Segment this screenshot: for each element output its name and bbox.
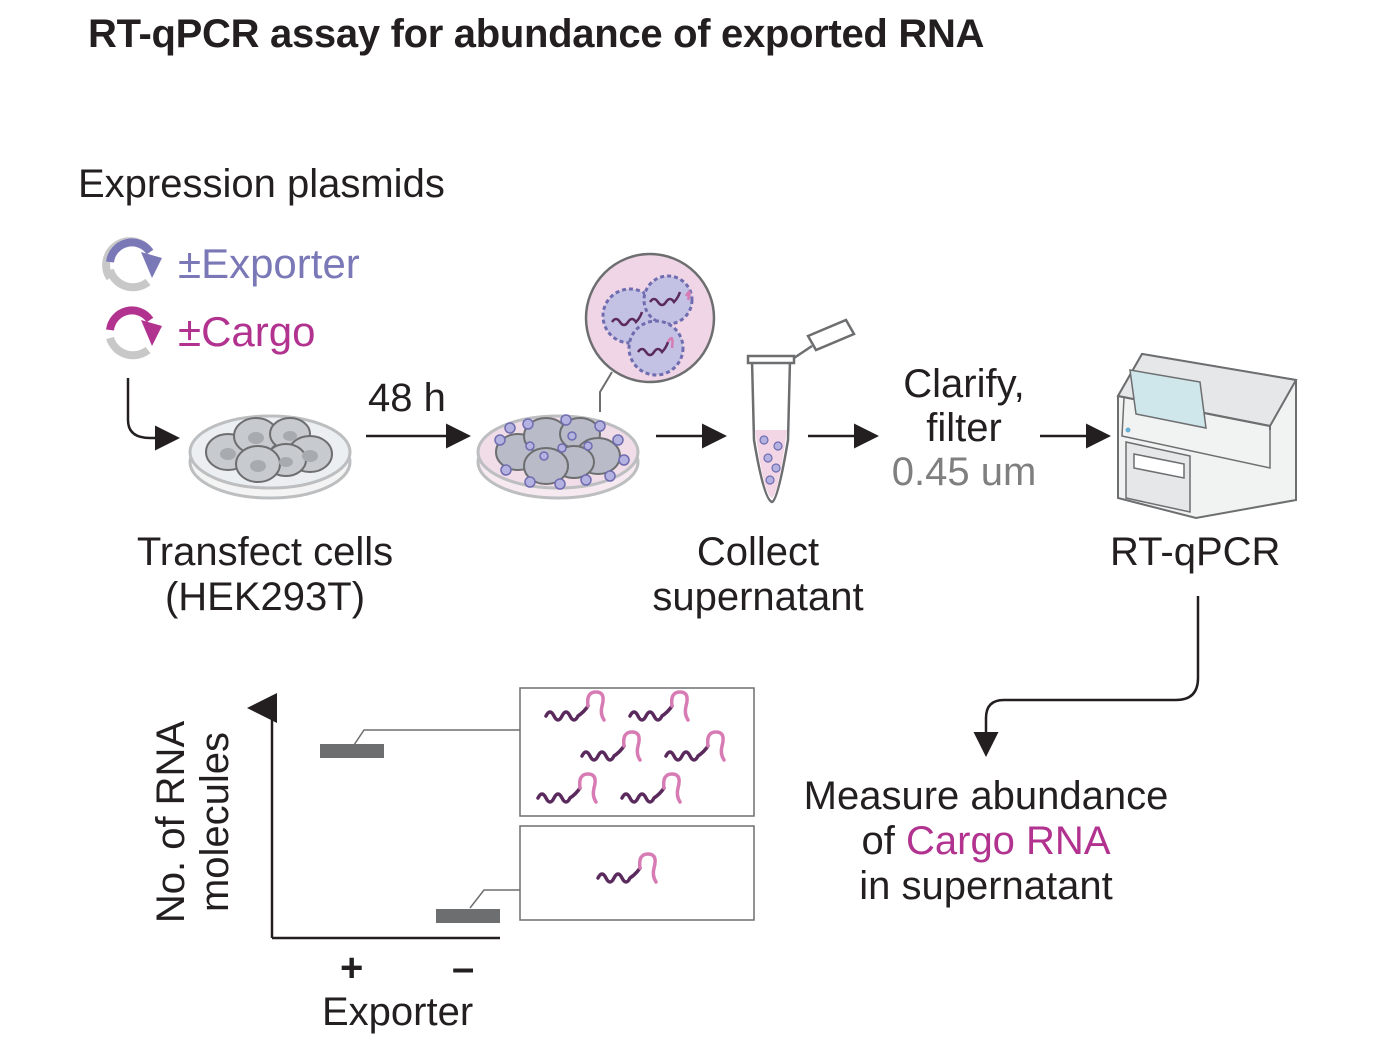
- incubation-label: 48 h: [368, 376, 446, 420]
- plot-y-label-line2: molecules: [193, 731, 237, 913]
- transfect-line2: (HEK293T): [164, 575, 366, 619]
- measure-line2-prefix: of: [861, 819, 906, 863]
- measure-label: Measure abundance of Cargo RNA in supern…: [770, 774, 1202, 909]
- exporter-plasmid-label: ±Exporter: [178, 240, 360, 288]
- exporter-sign: ±: [178, 240, 202, 287]
- bar-exporter-minus: [436, 909, 500, 923]
- bar-exporter-plus: [320, 744, 384, 758]
- clarify-line1: Clarify,: [903, 362, 1025, 406]
- cargo-label: Cargo: [201, 308, 316, 355]
- cargo-plasmid-label: ±Cargo: [178, 308, 315, 356]
- leader-line-minus: [469, 889, 520, 909]
- collect-label: Collect supernatant: [620, 530, 896, 620]
- measure-line3: in supernatant: [859, 864, 1113, 908]
- clarify-label: Clarify, filter 0.45 um: [876, 362, 1052, 494]
- collection-tube-icon: [746, 318, 856, 504]
- transfect-line1: Transfect cells: [136, 530, 394, 574]
- x-tick-plus: +: [340, 946, 364, 990]
- cargo-sign: ±: [178, 308, 202, 355]
- rtqpcr-to-measure-arrow: [973, 596, 1200, 757]
- page-title: RT-qPCR assay for abundance of exported …: [88, 12, 985, 56]
- collect-line2: supernatant: [652, 575, 864, 619]
- transfect-label: Transfect cells (HEK293T): [110, 530, 420, 620]
- collect-line1: Collect: [696, 530, 820, 574]
- measure-cargo-highlight: Cargo RNA: [905, 819, 1111, 863]
- x-tick-minus: –: [452, 946, 475, 990]
- exporter-label: Exporter: [201, 240, 360, 287]
- vesicle-zoom-bubble-icon: [584, 252, 716, 384]
- plasmids-heading: Expression plasmids: [78, 162, 445, 206]
- plasmid-to-dish-arrow: [126, 378, 180, 451]
- cargo-plasmid-icon: [106, 306, 162, 360]
- exporter-plasmid-icon: [102, 237, 162, 292]
- plot-y-label-line1: No. of RNA: [149, 720, 193, 924]
- plot-x-label: Exporter: [322, 990, 474, 1034]
- qpcr-machine-icon: [1116, 352, 1298, 520]
- plot-y-label: No. of RNA molecules: [149, 687, 237, 957]
- clarify-line3: 0.45 um: [891, 450, 1037, 494]
- measure-line1: Measure abundance: [803, 774, 1169, 818]
- measure-line2: of Cargo RNA: [770, 819, 1202, 864]
- culture-dish-cells-icon: [188, 414, 352, 500]
- leader-line-plus: [351, 729, 520, 749]
- rtqpcr-label: RT-qPCR: [1110, 530, 1281, 574]
- culture-dish-vesicles-icon: [476, 371, 640, 500]
- clarify-line2: filter: [926, 406, 1002, 450]
